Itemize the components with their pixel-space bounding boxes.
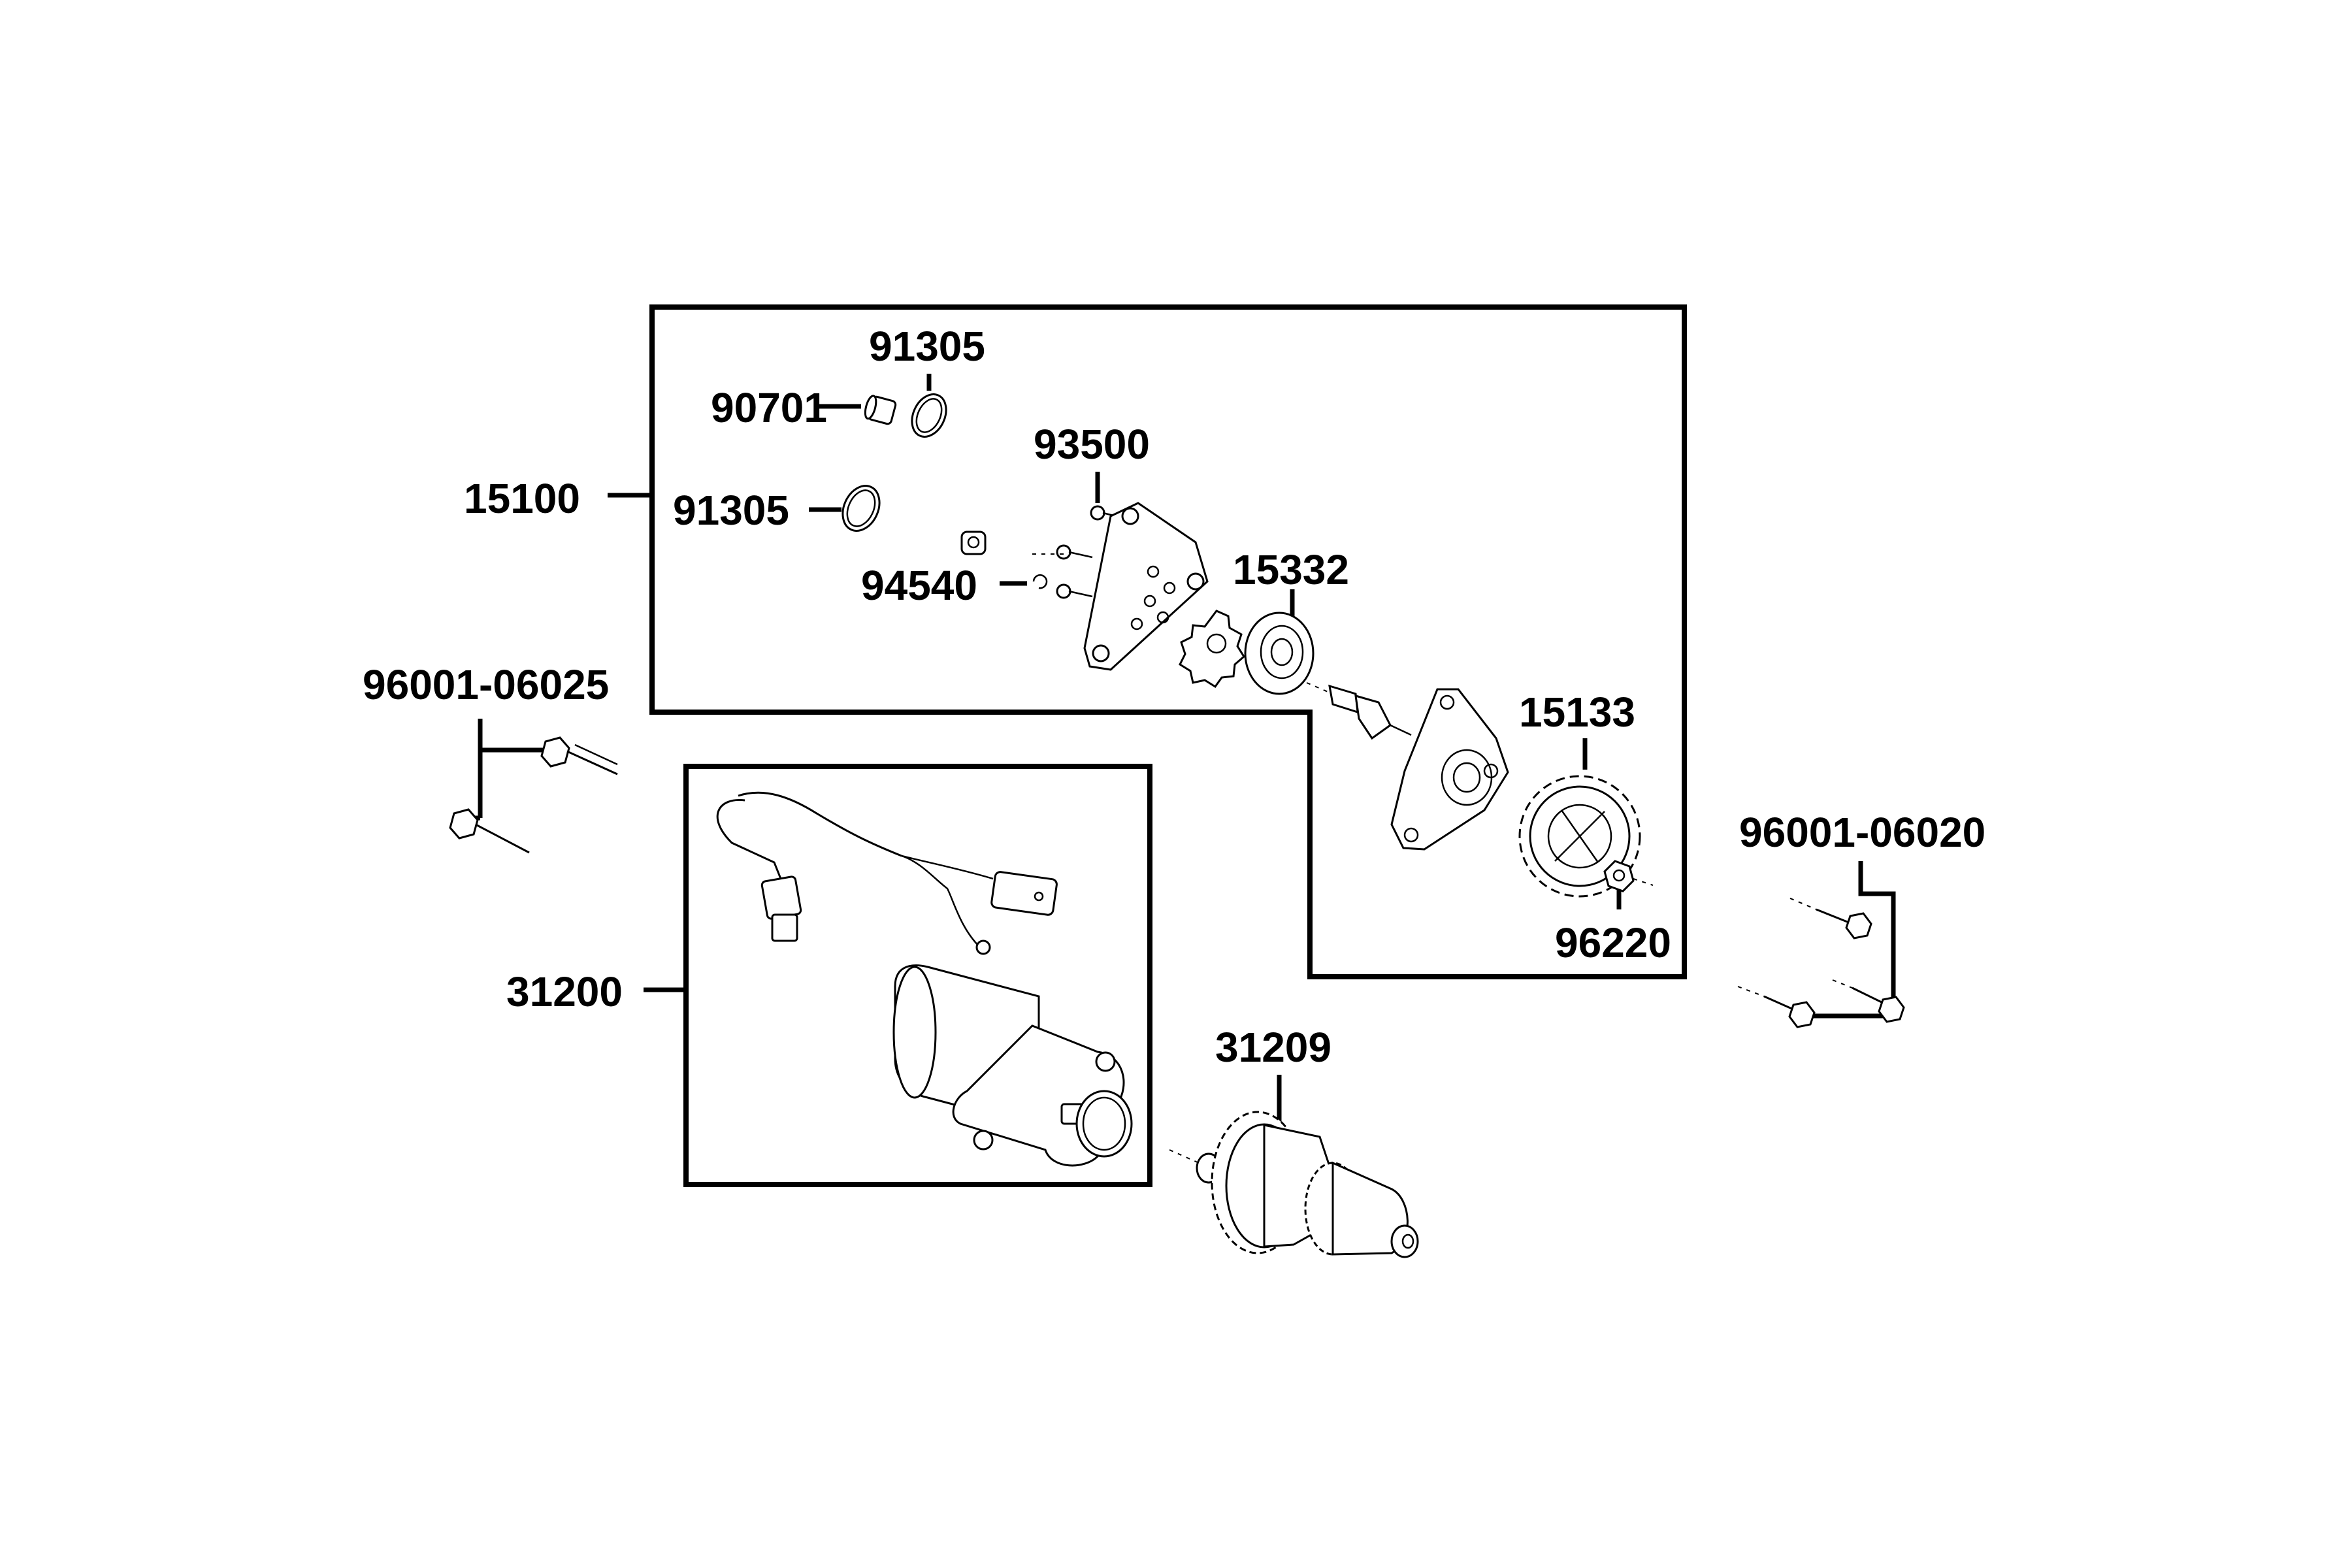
pump-shaft — [1306, 682, 1412, 740]
part-labels: 15100 91305 90701 91305 93500 94540 1533… — [363, 323, 1985, 1071]
label-15133: 15133 — [1519, 689, 1635, 736]
pump-body — [1390, 688, 1509, 851]
label-93500: 93500 — [1034, 421, 1150, 468]
connector-plug — [760, 875, 802, 942]
bolt-96001-06020-left — [1737, 986, 1816, 1028]
bolt-96001-06020-right — [1832, 979, 1905, 1023]
label-90701: 90701 — [711, 384, 827, 431]
label-91305-top: 91305 — [869, 323, 985, 370]
label-15332: 15332 — [1233, 546, 1349, 593]
plug-part — [960, 531, 987, 555]
o-ring-91305-mid — [841, 485, 881, 532]
screw-93500 — [1032, 505, 1124, 599]
starter-drive-31209 — [1169, 1111, 1419, 1258]
dowel-pin-90701 — [864, 395, 897, 425]
inner-rotor-15332 — [1179, 610, 1245, 689]
bolt-96001-06025-lower — [449, 808, 530, 854]
starter-o-ring — [1075, 1090, 1133, 1158]
label-91305-mid: 91305 — [673, 487, 789, 534]
outer-rotor-15332 — [1244, 612, 1315, 695]
starter-wiring-harness — [716, 791, 1058, 955]
o-ring-91305-top — [911, 393, 947, 438]
pump-cover-plate — [1083, 502, 1209, 671]
label-31200: 31200 — [506, 968, 623, 1015]
label-31209: 31209 — [1215, 1024, 1331, 1071]
starter-motor-31200 — [892, 964, 1133, 1167]
label-15100: 15100 — [464, 475, 580, 522]
bolt-96001-06025-upper — [540, 736, 618, 776]
label-96001-06025: 96001-06025 — [363, 661, 609, 708]
label-96220: 96220 — [1555, 919, 1671, 966]
ground-terminal — [975, 939, 991, 955]
assembly-box-15100 — [649, 304, 1687, 979]
label-96001-06020: 96001-06020 — [1739, 809, 1985, 856]
label-94540: 94540 — [861, 562, 977, 609]
bolt-96001-06020-top — [1789, 898, 1872, 939]
assembly-box-31200 — [683, 764, 1152, 1187]
nut-96220 — [1603, 860, 1654, 892]
connector-socket — [990, 871, 1058, 916]
circlip-94540 — [1032, 574, 1048, 589]
